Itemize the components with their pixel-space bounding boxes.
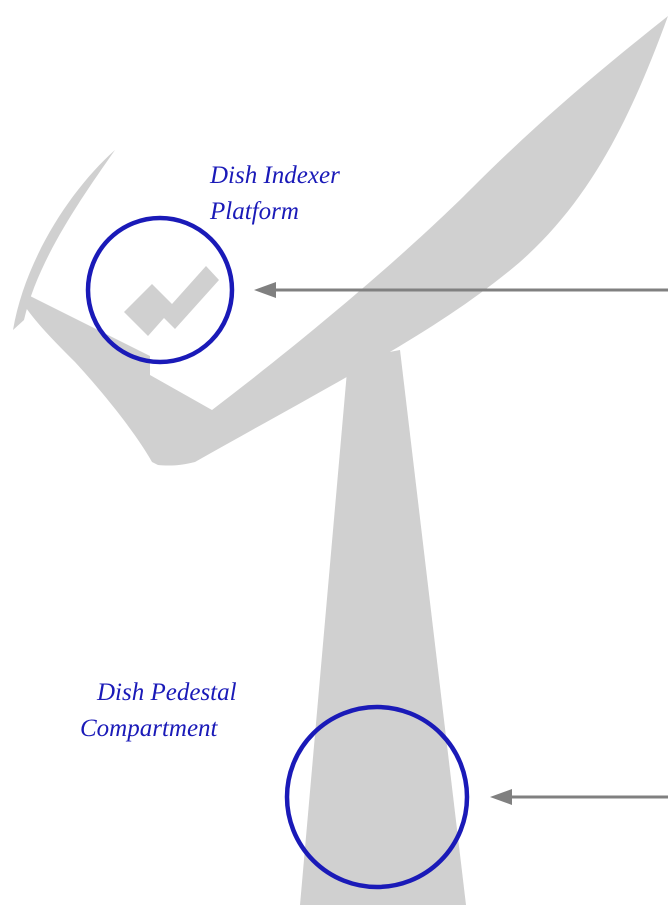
- pedestal-label-line1: Dish Pedestal: [96, 679, 237, 706]
- indexer-label-line1: Dish Indexer: [209, 162, 340, 189]
- dish-pedestal: [300, 350, 466, 905]
- subreflector: [13, 150, 115, 330]
- pedestal-label-line2: Compartment: [80, 715, 219, 742]
- dish-body: [22, 16, 668, 466]
- pedestal-arrow-head: [490, 789, 512, 805]
- indexer-platform: [124, 266, 219, 336]
- indexer-arrow-head: [254, 282, 276, 298]
- indexer-label-line2: Platform: [209, 198, 299, 225]
- indexer-highlight-circle: [85, 215, 235, 365]
- pedestal-highlight-circle: [284, 704, 470, 890]
